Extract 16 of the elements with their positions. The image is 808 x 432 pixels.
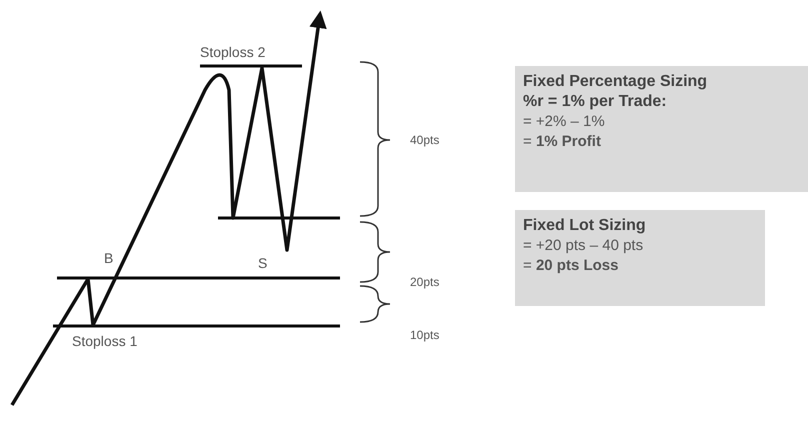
distance-label: 10pts (410, 327, 440, 343)
point-label: B (104, 250, 114, 266)
level-label: Stoploss 1 (72, 333, 138, 349)
note-text: %r = 1% per Trade: (523, 92, 668, 112)
note-box (515, 66, 808, 192)
note-heading: Fixed Lot Sizing (523, 216, 647, 236)
note-text: = 1% Profit (523, 132, 602, 152)
point-label: S (258, 255, 268, 271)
note-heading: Fixed Percentage Sizing (523, 72, 708, 92)
distance-label: 40pts (410, 132, 440, 148)
level-label: Stoploss 2 (200, 44, 266, 60)
note-text: = +2% – 1% (523, 112, 606, 132)
distance-label: 20pts (410, 274, 440, 290)
note-text: = +20 pts – 40 pts (523, 236, 644, 256)
note-box (515, 210, 765, 306)
note-text: = 20 pts Loss (523, 256, 620, 276)
